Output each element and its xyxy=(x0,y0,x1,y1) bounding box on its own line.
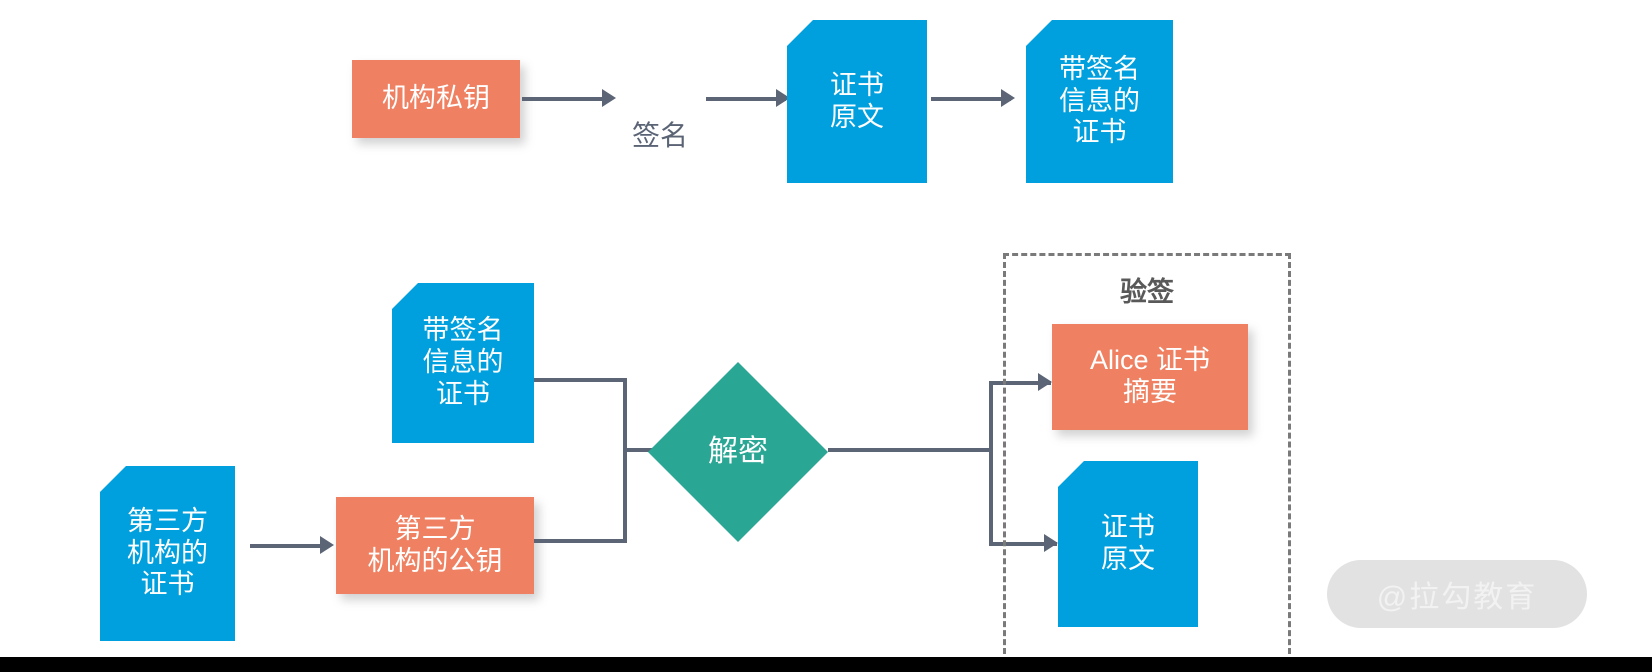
connector-split-vertical xyxy=(989,381,993,546)
node-signed-cert-bottom[interactable]: 带签名 信息的 证书 xyxy=(392,283,534,443)
node-third-party-public-key[interactable]: 第三方 机构的公钥 xyxy=(336,497,534,594)
label-sign: 签名 xyxy=(620,82,700,154)
connector-split-to-cert-plaintext xyxy=(989,542,1057,546)
arrowhead-third-party-cert-to-public-key xyxy=(320,536,334,554)
connector-split-to-alice-digest xyxy=(989,381,1051,385)
node-label-alice-cert-digest: Alice 证书 摘要 xyxy=(1089,345,1211,407)
connector-signed-cert-stub xyxy=(534,378,627,382)
connector-third-party-cert-to-public-key xyxy=(250,544,326,548)
node-label-cert-plaintext-verify: 证书 原文 xyxy=(1101,512,1155,574)
node-label-institution-private-key: 机构私钥 xyxy=(382,83,490,114)
node-label-cert-plaintext-top: 证书 原文 xyxy=(830,69,884,132)
connector-sign-to-cert-plaintext xyxy=(706,97,786,101)
node-alice-cert-digest[interactable]: Alice 证书 摘要 xyxy=(1052,324,1248,430)
verify-group-title-text: 验签 xyxy=(1120,277,1174,307)
node-third-party-cert[interactable]: 第三方 机构的 证书 xyxy=(100,466,235,641)
connector-private-key-to-sign xyxy=(522,97,606,101)
arrowhead-cert-plaintext-to-signed-cert xyxy=(1001,89,1015,107)
node-decrypt[interactable]: 解密 xyxy=(648,362,828,542)
arrowhead-split-to-alice-digest xyxy=(1038,373,1052,391)
verify-group-title: 验签 xyxy=(1003,270,1291,309)
connector-public-key-stub xyxy=(534,539,627,543)
label-sign-text: 签名 xyxy=(631,120,688,151)
watermark-badge: @拉勾教育 xyxy=(1327,560,1587,628)
node-label-decrypt: 解密 xyxy=(708,435,768,469)
connector-merge-vertical xyxy=(623,378,627,543)
connector-decrypt-out xyxy=(828,448,993,452)
node-institution-private-key[interactable]: 机构私钥 xyxy=(352,60,520,138)
connector-cert-plaintext-to-signed-cert xyxy=(931,97,1011,101)
watermark-text: @拉勾教育 xyxy=(1376,581,1538,614)
node-label-signed-cert-top: 带签名 信息的 证书 xyxy=(1059,53,1140,148)
node-cert-plaintext-verify[interactable]: 证书 原文 xyxy=(1058,461,1198,627)
node-label-third-party-public-key: 第三方 机构的公钥 xyxy=(367,513,503,576)
node-label-third-party-cert: 第三方 机构的 证书 xyxy=(127,505,208,600)
node-signed-cert-top[interactable]: 带签名 信息的 证书 xyxy=(1026,20,1173,183)
arrowhead-sign-to-cert-plaintext xyxy=(776,89,790,107)
arrowhead-private-key-to-sign xyxy=(602,89,616,107)
node-cert-plaintext-top[interactable]: 证书 原文 xyxy=(787,20,927,183)
node-label-signed-cert-bottom: 带签名 信息的 证书 xyxy=(422,315,504,409)
arrowhead-split-to-cert-plaintext xyxy=(1044,534,1058,552)
bottom-black-bar xyxy=(0,657,1652,672)
